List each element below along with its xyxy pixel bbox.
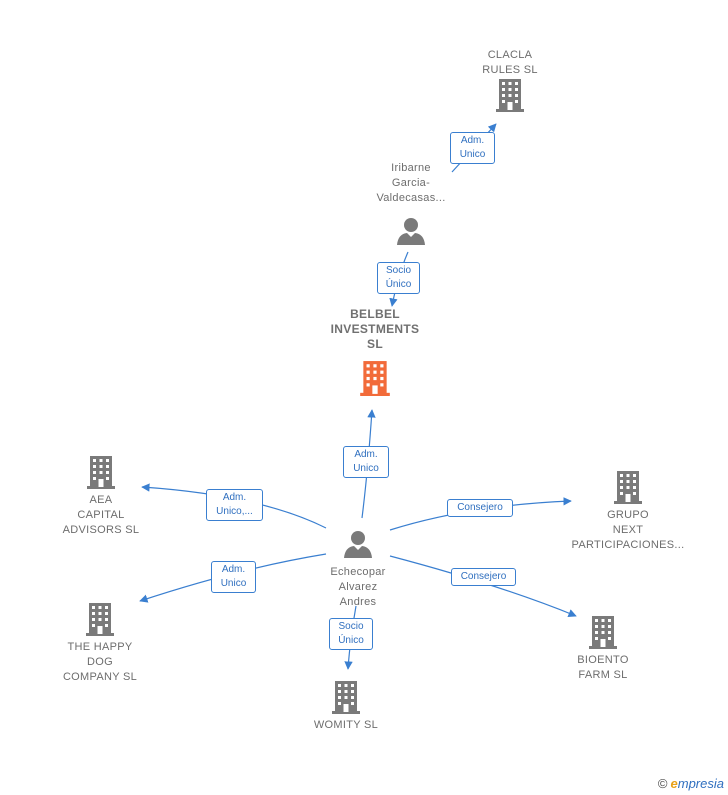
- node-label: BELBEL INVESTMENTS SL: [330, 307, 420, 351]
- edge-label-echecopar-belbel: Adm. Unico: [343, 446, 389, 478]
- person-icon: [397, 218, 425, 245]
- brand-footer: ©empresia: [658, 776, 724, 791]
- person-icon: [344, 531, 372, 558]
- node-label: Iribarne Garcia- Valdecasas...: [376, 162, 446, 204]
- node-label: GRUPO NEXT PARTICIPACIONES...: [571, 509, 685, 551]
- node-label: Echecopar Alvarez Andres: [330, 566, 386, 608]
- node-happydog[interactable]: THE HAPPY DOG COMPANY SL: [25, 602, 175, 685]
- brand-logo-letter: e: [670, 776, 678, 791]
- node-label: WOMITY SL: [313, 719, 379, 731]
- node-iribarne[interactable]: Iribarne Garcia- Valdecasas...: [336, 161, 486, 246]
- node-clacla[interactable]: CLACLA RULES SL: [435, 48, 585, 112]
- edge-label-echecopar-grupo: Consejero: [447, 499, 513, 517]
- node-label: THE HAPPY DOG COMPANY SL: [62, 641, 138, 683]
- copyright-symbol: ©: [657, 776, 668, 791]
- node-belbel[interactable]: BELBEL INVESTMENTS SL: [300, 307, 450, 396]
- building-icon: [87, 456, 115, 489]
- building-icon: [614, 471, 642, 504]
- building-icon: [86, 603, 114, 636]
- node-bioento[interactable]: BIOENTO FARM SL: [528, 615, 678, 683]
- edge-label-echecopar-womity: Socio Único: [329, 618, 373, 650]
- node-aea[interactable]: AEA CAPITAL ADVISORS SL: [26, 455, 176, 538]
- node-grupo[interactable]: GRUPO NEXT PARTICIPACIONES...: [553, 470, 703, 553]
- edge-label-iribarne-belbel: Socio Único: [377, 262, 420, 294]
- edge-label-echecopar-aea: Adm. Unico,...: [206, 489, 263, 521]
- edge-label-echecopar-bioento: Consejero: [451, 568, 516, 586]
- edge-label-iribarne-clacla: Adm. Unico: [450, 132, 495, 164]
- building-icon: [332, 681, 360, 714]
- building-icon: [360, 361, 390, 396]
- edge-label-echecopar-happydog: Adm. Unico: [211, 561, 256, 593]
- node-label: BIOENTO FARM SL: [577, 654, 629, 681]
- building-icon: [496, 79, 524, 112]
- node-label: AEA CAPITAL ADVISORS SL: [62, 494, 140, 536]
- brand-logo-text: mpresia: [677, 776, 724, 791]
- node-echecopar[interactable]: Echecopar Alvarez Andres: [283, 529, 433, 610]
- building-icon: [589, 616, 617, 649]
- node-womity[interactable]: WOMITY SL: [271, 680, 421, 733]
- node-label: CLACLA RULES SL: [482, 49, 538, 76]
